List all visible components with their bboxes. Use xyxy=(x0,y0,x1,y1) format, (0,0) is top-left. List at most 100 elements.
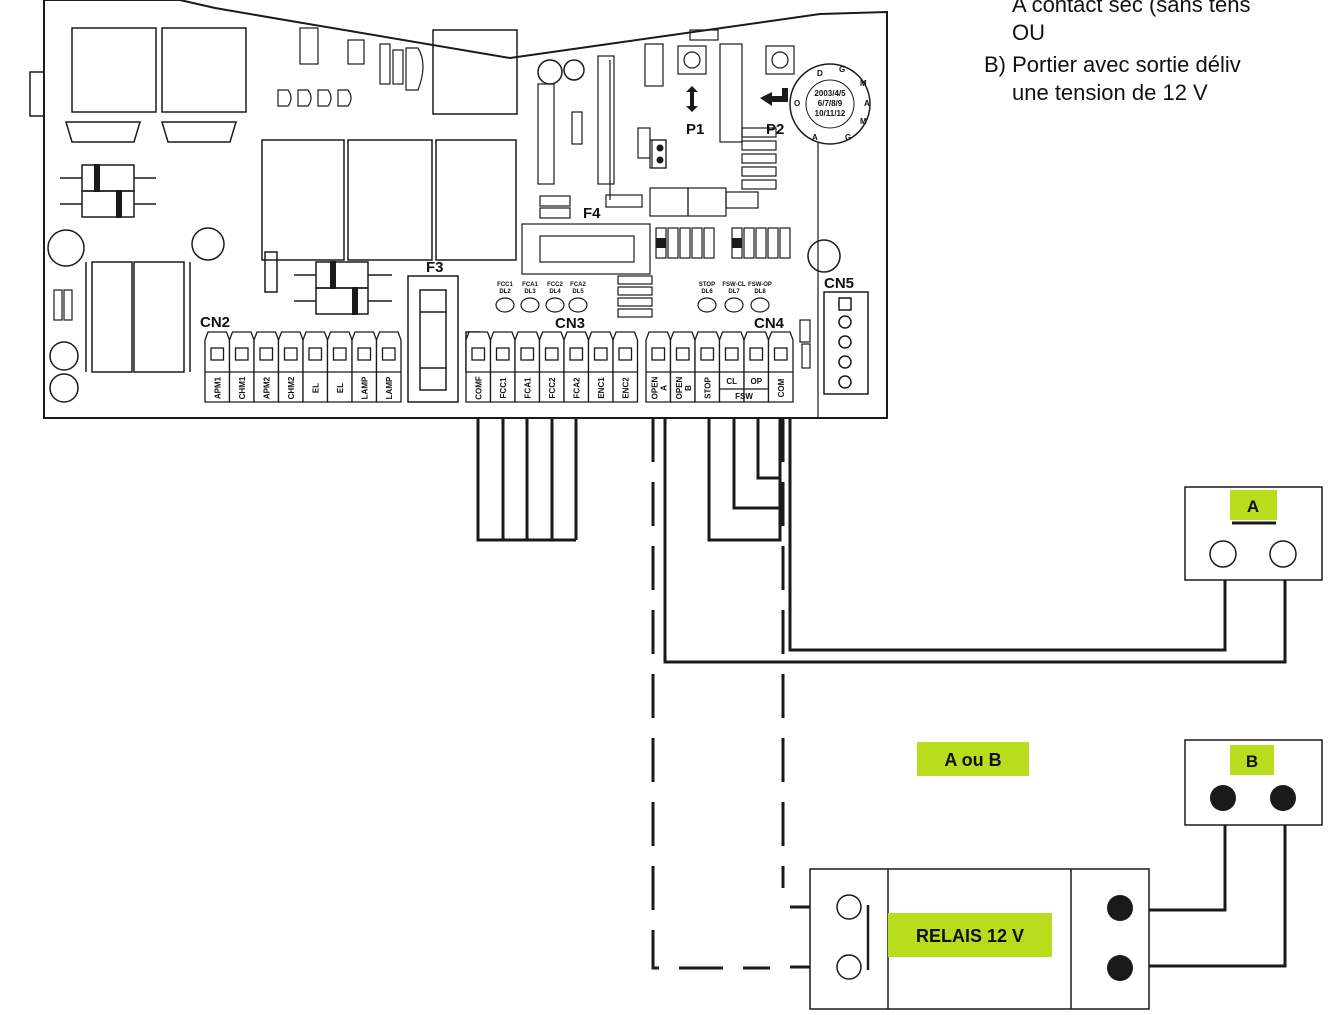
cn2-pin: EL xyxy=(326,331,353,403)
cn3-pin: ENC1 xyxy=(587,331,614,403)
pin-label: FCA1 xyxy=(523,377,532,398)
pin-label: ENC2 xyxy=(621,377,630,399)
pin-label: COM xyxy=(777,378,786,397)
pin-label-sub: B xyxy=(684,385,693,391)
cn4-pin: CL xyxy=(718,331,745,403)
led-name: FCC2 xyxy=(547,282,563,288)
cn2-pin: APM1 xyxy=(204,331,231,403)
pin-label: APM1 xyxy=(213,376,222,399)
cn2-pin: LAMP xyxy=(351,331,378,403)
tag-a: A xyxy=(1247,497,1259,516)
connector-cn2: APM1 CHM1 APM2 CHM2 EL EL LAMP LAMP xyxy=(204,331,402,403)
led-body xyxy=(697,297,717,313)
note-ou: OU xyxy=(1012,20,1045,45)
pin-label: ENC1 xyxy=(597,377,606,399)
cn4-pin: OP xyxy=(743,331,770,403)
pin-label-sub: A xyxy=(659,385,668,391)
cn2-pin: EL xyxy=(302,331,329,403)
led-body xyxy=(545,297,565,313)
label-cn2: CN2 xyxy=(200,314,230,331)
led-code: DL5 xyxy=(572,289,584,295)
cn3-pin: FCC2 xyxy=(538,331,565,403)
pin-label: FCC2 xyxy=(548,377,557,398)
dial-letter: A xyxy=(812,133,818,142)
dial-letter: M xyxy=(860,117,867,126)
led-body xyxy=(724,297,744,313)
led-code: DL6 xyxy=(701,289,713,295)
led-name: FSW-CL xyxy=(722,282,746,288)
pin-label: APM2 xyxy=(262,376,271,399)
pcb-dark-marks xyxy=(656,86,788,248)
note-tension: une tension de 12 V xyxy=(1012,80,1208,105)
pin-label: FCC1 xyxy=(499,377,508,398)
pcb-outline xyxy=(43,0,888,419)
cn3-pin: ENC2 xyxy=(612,331,639,403)
tag-b: B xyxy=(1246,752,1258,771)
tag-a-or-b-bg xyxy=(917,742,1029,776)
wires-solid xyxy=(476,418,1287,968)
pin-label: EL xyxy=(311,383,320,393)
led-name: FCA1 xyxy=(522,282,538,288)
note-contact-sec: A contact sec (sans tens xyxy=(1012,0,1251,17)
label-p1: P1 xyxy=(686,121,704,138)
led-body xyxy=(495,297,515,313)
pin-label: OPEN xyxy=(650,376,659,399)
pin-label: CHM1 xyxy=(238,376,247,399)
dial-line-2: 6/7/8/9 xyxy=(818,99,843,108)
fsw-label: FSW xyxy=(735,392,753,401)
dial-letter: A xyxy=(864,99,870,108)
led-code: DL4 xyxy=(549,289,561,295)
led-body xyxy=(750,297,770,313)
led-code: DL3 xyxy=(524,289,536,295)
pcb-round-parts xyxy=(47,59,841,403)
device-b xyxy=(1184,739,1323,826)
dial-line-3: 10/11/12 xyxy=(815,109,846,118)
device-a xyxy=(1184,486,1323,581)
led-code: DL2 xyxy=(499,289,511,295)
cn2-pin: CHM2 xyxy=(277,331,304,403)
cn2-pin: APM2 xyxy=(253,331,280,403)
led-name: FSW-OP xyxy=(748,282,772,288)
pin-label: COMF xyxy=(474,376,483,400)
cn2-pin: LAMP xyxy=(375,331,402,403)
connector-cn5 xyxy=(823,291,869,395)
pin-label: EL xyxy=(336,383,345,393)
dial-letter: D xyxy=(817,69,823,78)
led-group: FCC1DL2FCA1DL3FCC2DL4FCA2DL5STOPDL6FSW-C… xyxy=(495,282,772,313)
cn3-pin: FCA1 xyxy=(514,331,541,403)
label-cn5: CN5 xyxy=(824,275,854,292)
pin-label: LAMP xyxy=(360,376,369,399)
tag-a-or-b: A ou B xyxy=(944,750,1001,770)
pin-label: OP xyxy=(750,377,762,386)
cn4-pin: STOP xyxy=(694,331,721,403)
label-cn4: CN4 xyxy=(754,315,785,332)
label-f3: F3 xyxy=(426,259,444,276)
relay-12v xyxy=(809,868,1150,1010)
led-code: DL8 xyxy=(754,289,766,295)
wires-dashed xyxy=(651,418,785,970)
cn2-pin: CHM1 xyxy=(228,331,255,403)
pin-label: STOP xyxy=(703,377,712,399)
label-cn3: CN3 xyxy=(555,315,585,332)
pin-label: FCA2 xyxy=(572,377,581,398)
led-body xyxy=(520,297,540,313)
pcb-leads xyxy=(60,177,392,372)
led-name: FCC1 xyxy=(497,282,513,288)
cn3-pin: FCC1 xyxy=(489,331,516,403)
led-code: DL7 xyxy=(728,289,740,295)
pcb-relays xyxy=(29,27,518,373)
cn3-pin: COMF xyxy=(465,331,492,403)
pin-label: CHM2 xyxy=(287,376,296,399)
led-name: FCA2 xyxy=(570,282,586,288)
dial-letter: O xyxy=(794,99,800,108)
